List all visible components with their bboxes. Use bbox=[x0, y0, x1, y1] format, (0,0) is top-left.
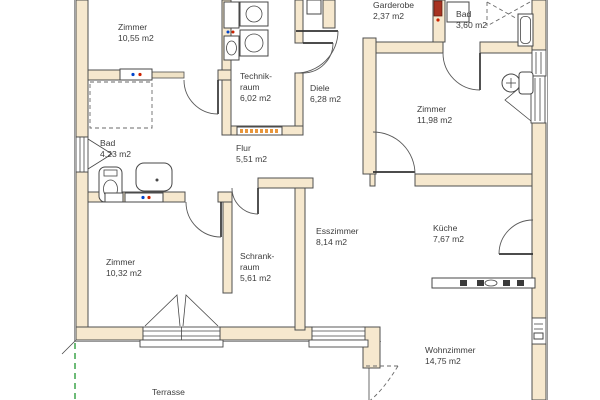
window-kueche-right bbox=[531, 317, 547, 345]
wall-right-middle bbox=[531, 122, 547, 319]
room-area-kueche: 7,67 m2 bbox=[433, 234, 464, 244]
door-terrasse-dashed bbox=[366, 365, 399, 400]
door-zimmer-ne-south bbox=[372, 131, 416, 175]
wall-left-lower bbox=[75, 171, 89, 341]
room-label-technikraum-2: raum bbox=[240, 82, 260, 92]
wall-bottom-1 bbox=[75, 326, 144, 341]
window-zimmer-ne-casement bbox=[504, 75, 546, 124]
room-label-esszimmer: Esszimmer bbox=[316, 226, 359, 236]
sink-icon-bad-ne bbox=[501, 71, 534, 95]
room-label-schrankraum: Schrank- bbox=[240, 251, 275, 261]
wardrobe-red-fixture bbox=[433, 0, 443, 22]
room-label-diele: Diele bbox=[310, 83, 330, 93]
room-label-bad-w: Bad bbox=[100, 138, 116, 148]
room-label-zimmer-sw: Zimmer bbox=[106, 257, 135, 267]
property-boundary-line bbox=[61, 339, 77, 400]
room-label-kueche: Küche bbox=[433, 223, 458, 233]
hall-cabinet-icon bbox=[306, 0, 322, 15]
window-esszimmer bbox=[308, 326, 369, 348]
door-swings bbox=[183, 30, 534, 400]
room-label-bad-ne: Bad bbox=[456, 9, 472, 19]
room-area-zimmer-nw: 10,55 m2 bbox=[118, 33, 154, 43]
wall-right-upper bbox=[531, 0, 547, 51]
window-bad-west bbox=[75, 136, 113, 173]
door-garderobe bbox=[295, 30, 339, 74]
wall-left-upper bbox=[75, 0, 89, 138]
room-area-zimmer-ne: 11,98 m2 bbox=[417, 115, 452, 125]
room-area-flur: 5,51 m2 bbox=[236, 154, 267, 164]
room-label-wohnzimmer: Wohnzimmer bbox=[425, 345, 476, 355]
room-area-esszimmer: 8,14 m2 bbox=[316, 237, 347, 247]
washbasin-icon-bad-west bbox=[135, 162, 173, 192]
dryer-icon bbox=[239, 29, 269, 57]
shower-icon-bad-ne bbox=[486, 1, 531, 27]
closet-dashed-outline bbox=[89, 81, 153, 129]
window-zimmer-sw-double bbox=[139, 294, 224, 348]
utility-cabinet-icon bbox=[223, 1, 240, 34]
door-schrankraum bbox=[231, 187, 259, 215]
wall-right-lower bbox=[531, 343, 547, 400]
room-label-zimmer-nw: Zimmer bbox=[118, 22, 147, 32]
room-label-terrasse: Terrasse bbox=[152, 387, 185, 397]
room-label-zimmer-ne: Zimmer bbox=[417, 104, 446, 114]
window-right-small bbox=[531, 49, 547, 77]
room-area-wohnzimmer: 14,75 m2 bbox=[425, 356, 461, 366]
utility-toilet-icon bbox=[223, 35, 240, 61]
room-label-garderobe: Garderobe bbox=[373, 0, 414, 10]
room-label-technikraum: Technik- bbox=[240, 71, 272, 81]
room-label-schrankraum-2: raum bbox=[240, 262, 260, 272]
door-kueche-right bbox=[498, 219, 534, 255]
door-zimmer-ne-north bbox=[442, 52, 481, 91]
room-area-diele: 6,28 m2 bbox=[310, 94, 341, 104]
room-label-flur: Flur bbox=[236, 143, 251, 153]
room-area-garderobe: 2,37 m2 bbox=[373, 11, 404, 21]
room-area-bad-ne: 3,60 m2 bbox=[456, 20, 487, 30]
room-area-zimmer-sw: 10,32 m2 bbox=[106, 268, 142, 278]
radiator-bad-west bbox=[104, 192, 164, 203]
windows bbox=[75, 49, 547, 348]
room-labels: Zimmer 10,55 m2 Technik- raum 6,02 m2 Di… bbox=[100, 0, 487, 397]
kitchen-counter bbox=[431, 277, 536, 289]
bathtub-icon-bad-ne bbox=[517, 13, 534, 47]
fixtures bbox=[61, 0, 536, 400]
room-area-technikraum: 6,02 m2 bbox=[240, 93, 271, 103]
door-zimmer-sw bbox=[185, 201, 222, 238]
washing-machine-icon bbox=[239, 1, 269, 27]
room-area-bad-w: 4,23 m2 bbox=[100, 149, 131, 159]
wall-bottom-pier bbox=[362, 326, 381, 369]
entry-cabinet-icon bbox=[446, 1, 470, 23]
radiator-zimmer-nw bbox=[119, 68, 153, 81]
door-technikraum bbox=[302, 42, 334, 74]
door-zimmer-nw bbox=[183, 79, 219, 115]
radiator-technikraum bbox=[236, 126, 283, 136]
room-area-schrankraum: 5,61 m2 bbox=[240, 273, 271, 283]
